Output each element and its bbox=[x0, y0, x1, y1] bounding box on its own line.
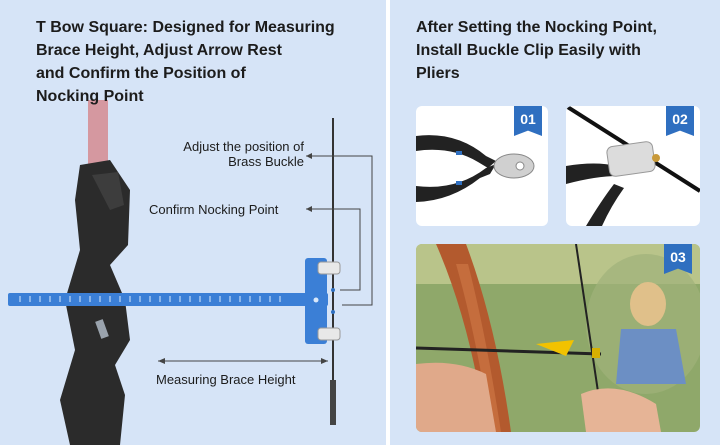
right-title: After Setting the Nocking Point, Install… bbox=[416, 16, 716, 85]
ruler-ticks bbox=[19, 296, 281, 302]
left-title-line: T Bow Square: Designed for Measuring bbox=[36, 19, 335, 36]
nocking-point-label: Confirm Nocking Point bbox=[149, 202, 279, 217]
string-serving bbox=[330, 380, 336, 425]
bow-square-illustration bbox=[8, 100, 373, 445]
panel-divider bbox=[386, 0, 390, 445]
brass-buckle-bottom bbox=[317, 327, 341, 341]
right-title-line: Pliers bbox=[416, 65, 460, 82]
archer-shooting-photo bbox=[416, 244, 700, 432]
bow-mark bbox=[95, 319, 109, 339]
right-title-line: Install Buckle Clip Easily with bbox=[416, 42, 641, 59]
left-title-line: Brace Height, Adjust Arrow Rest bbox=[36, 42, 282, 59]
brass-buckle-label-line1: Adjust the position of bbox=[183, 139, 304, 154]
t-square-ruler bbox=[8, 293, 328, 306]
clip-on-string-image bbox=[566, 106, 700, 226]
left-title: T Bow Square: Designed for Measuring Bra… bbox=[36, 16, 366, 108]
brass-buckle-label-line2: Brass Buckle bbox=[228, 154, 304, 169]
bow-grip-top bbox=[92, 172, 124, 210]
step-card-03: 03 bbox=[416, 244, 700, 432]
nocking-callout-line bbox=[306, 208, 361, 291]
step-card-01: 01 bbox=[416, 106, 548, 226]
right-title-line: After Setting the Nocking Point, bbox=[416, 19, 657, 36]
brace-height-label: Measuring Brace Height bbox=[156, 372, 296, 387]
brass-buckle-top bbox=[317, 261, 341, 275]
bow-limb-tip bbox=[88, 100, 108, 170]
left-title-line: and Confirm the Position of bbox=[36, 65, 246, 82]
pliers-with-clip-image bbox=[416, 135, 535, 202]
brass-callout-line bbox=[306, 155, 373, 306]
step-card-02: 02 bbox=[566, 106, 700, 226]
left-title-line: Nocking Point bbox=[36, 88, 144, 105]
left-panel bbox=[0, 0, 386, 445]
